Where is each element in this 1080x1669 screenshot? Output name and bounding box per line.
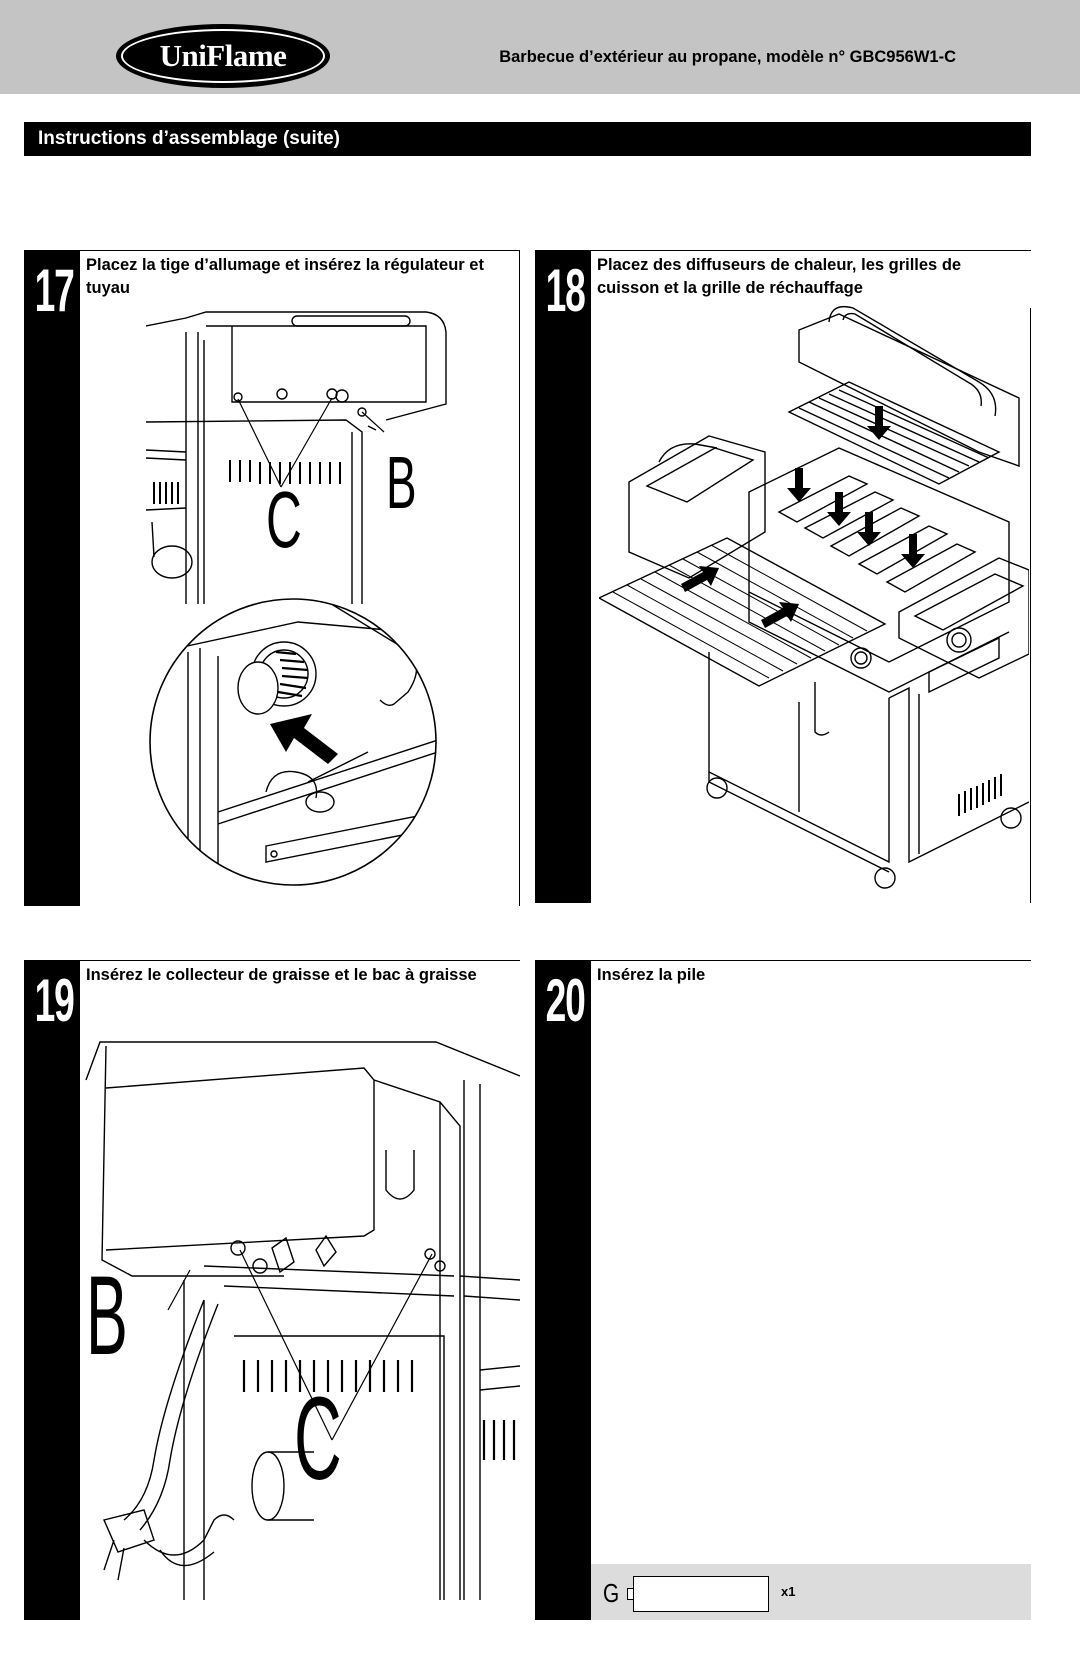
step-19-panel: 19 Insérez le collecteur de graisse et l… (24, 960, 520, 1620)
part-quantity: x1 (781, 1584, 796, 1599)
step-number-column: 17 (24, 250, 80, 906)
step-number-column: 19 (24, 960, 80, 1620)
parts-strip: G x1 (591, 1564, 1031, 1620)
part-letter: G (603, 1578, 620, 1608)
step-instruction: Insérez le collecteur de graisse et le b… (86, 966, 477, 984)
step-number-column: 18 (535, 250, 591, 903)
step-number-column: 20 (535, 960, 591, 1620)
grease-tray-detail-illustration (85, 1041, 520, 1600)
panel-top-rule (24, 960, 520, 961)
section-title: Instructions d’assemblage (suite) (24, 122, 1031, 156)
panel-right-rule (519, 250, 520, 906)
step-number: 20 (545, 967, 586, 1034)
step-instruction: Insérez la pile (597, 966, 706, 984)
step-18-panel: 18 Placez des diffuseurs de chaleur, les… (535, 250, 1031, 903)
callout-b: B (86, 1253, 128, 1378)
step-number: 18 (545, 257, 586, 324)
step-number: 19 (34, 967, 75, 1034)
regulator-knob-zoom-illustration (149, 598, 437, 886)
step-number: 17 (34, 257, 75, 324)
step-instruction: Placez la tige d’allumage et insérez la … (86, 256, 484, 297)
grill-exploded-view-illustration (599, 305, 1029, 889)
logo-text: UniFlame (159, 38, 287, 73)
battery-icon (633, 1576, 769, 1612)
step-17-panel: 17 Placez la tige d’allumage et insérez … (24, 250, 520, 906)
step-20-panel: 20 Insérez la pile G x1 (535, 960, 1031, 1620)
panel-right-rule (1030, 308, 1031, 903)
panel-top-rule (535, 250, 1031, 251)
callout-c: C (266, 475, 302, 564)
panel-top-rule (24, 250, 520, 251)
brand-logo: UniFlame (116, 24, 330, 88)
callout-b: B (386, 441, 417, 524)
callout-c: C (294, 1373, 342, 1505)
logo-ring (121, 29, 325, 83)
step-instruction: Placez des diffuseurs de chaleur, les gr… (597, 256, 962, 297)
panel-top-rule (535, 960, 1031, 961)
document-title: Barbecue d’extérieur au propane, modèle … (499, 48, 956, 66)
grill-front-detail-illustration (146, 311, 447, 604)
header-bar: UniFlame Barbecue d’extérieur au propane… (0, 0, 1080, 94)
